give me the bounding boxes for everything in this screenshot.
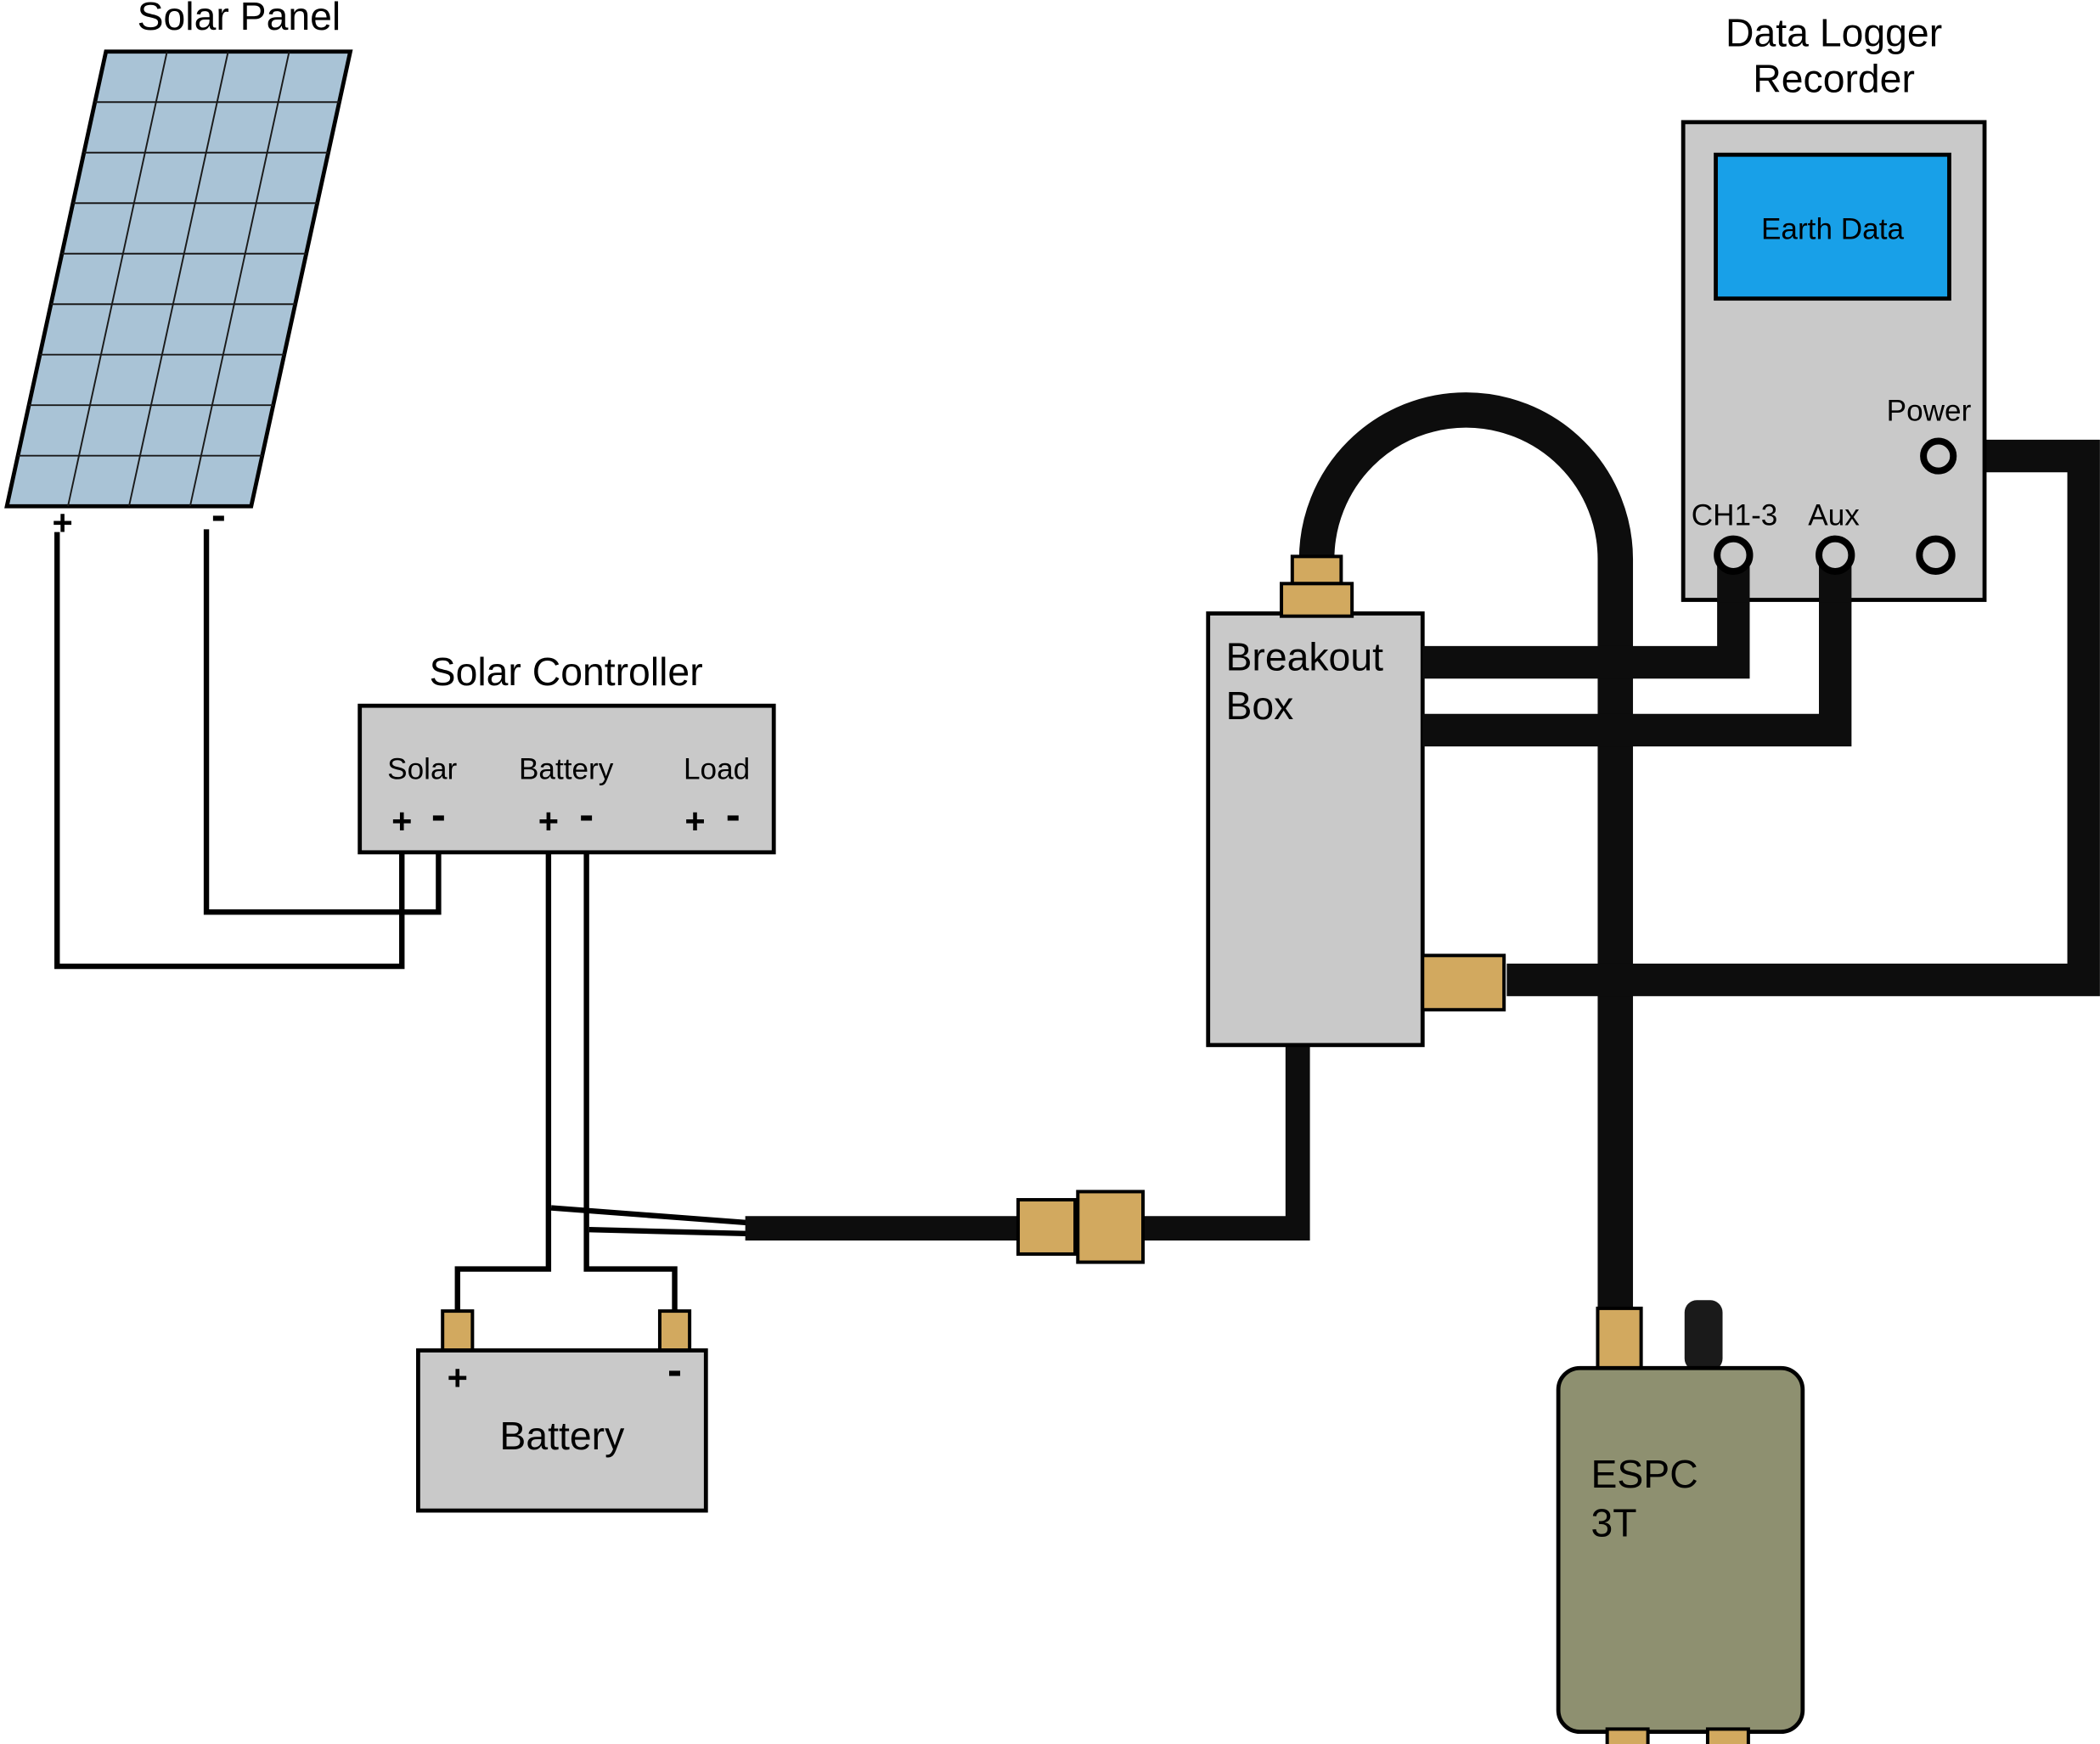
controller-battery-label: Battery: [519, 753, 614, 786]
solar-controller: Solar Controller Solar Battery Load + - …: [358, 650, 776, 855]
inline-cable-connector: [1016, 1190, 1145, 1264]
solar-panel-minus-label: -: [211, 490, 226, 538]
controller-solar-minus: -: [431, 790, 446, 839]
solar-panel-plus-label: +: [52, 503, 72, 543]
battery-label: Battery: [499, 1414, 625, 1458]
aux-cable: [1422, 564, 1852, 747]
controller-battery-minus: -: [579, 790, 594, 839]
power-label: Power: [1887, 395, 1972, 428]
espc-label-2: 3T: [1590, 1500, 1636, 1544]
espc-body: [1556, 1365, 1805, 1735]
cables-heavy: [745, 391, 1634, 1312]
battery-minus-label: -: [667, 1345, 682, 1393]
battery: + - Battery: [416, 1309, 708, 1513]
controller-solar-label: Solar: [387, 753, 457, 786]
wires-thin: [54, 529, 750, 1314]
inline-connector-left: [1016, 1198, 1078, 1256]
breakout-to-espc-cable: [1298, 391, 1634, 1312]
breakout-box-label-1: Breakout: [1225, 635, 1383, 679]
screen-label: Earth Data: [1761, 212, 1905, 245]
inline-connector-right: [1076, 1190, 1145, 1264]
panel-minus-wire: [203, 529, 442, 915]
data-logger-title-1: Data Logger: [1726, 10, 1942, 54]
battery-plus-label: +: [448, 1358, 468, 1398]
aux-label: Aux: [1808, 499, 1860, 532]
aux-port: [1816, 535, 1855, 575]
solar-panel-grid: [18, 51, 340, 507]
espc-label-1: ESPC: [1590, 1452, 1697, 1496]
data-logger-screen: [1714, 152, 1951, 301]
power-port: [1920, 437, 1957, 475]
load-branch-wire-2: [588, 1226, 750, 1237]
battery-body: [416, 1348, 708, 1513]
espc-3t: ESPC 3T: [1556, 1300, 1805, 1744]
battery-terminal-plus: [441, 1309, 475, 1354]
solar-controller-body: [358, 703, 776, 855]
controller-battery-plus-wire: [454, 852, 552, 1314]
breakout-power-cable: [745, 1044, 1310, 1240]
espc-top-connector: [1596, 1306, 1643, 1373]
controller-battery-minus-wire: [583, 852, 678, 1314]
controller-battery-plus: +: [538, 801, 559, 841]
ch1-3-port: [1714, 535, 1754, 575]
controller-load-minus: -: [726, 790, 740, 839]
data-logger-title-2: Recorder: [1753, 57, 1915, 101]
breakout-right-connector: [1421, 954, 1506, 1012]
controller-load-plus: +: [684, 801, 705, 841]
breakout-box-label-2: Box: [1225, 684, 1293, 728]
spare-port: [1916, 535, 1956, 575]
breakout-box-body: [1206, 611, 1425, 1048]
breakout-box: Breakout Box: [1206, 611, 1425, 1048]
solar-panel-title: Solar Panel: [138, 0, 341, 38]
ch1-3-label: CH1-3: [1692, 499, 1778, 532]
solar-panel: Solar Panel + -: [4, 0, 353, 543]
espc-bottom-connector-left: [1605, 1727, 1650, 1744]
controller-load-label: Load: [684, 753, 750, 786]
breakout-top-connector-lower: [1280, 582, 1354, 618]
data-logger: Data Logger Recorder Earth Data Power CH…: [1681, 10, 1987, 603]
load-branch-wire-1: [550, 1205, 750, 1226]
espc-bottom-connector-right: [1705, 1727, 1750, 1744]
breakout-top-connector-upper: [1290, 554, 1343, 586]
controller-solar-plus: +: [391, 801, 412, 841]
breakout-box-connectors: [1280, 554, 1506, 1012]
solar-controller-title: Solar Controller: [430, 650, 703, 694]
espc-knob: [1684, 1300, 1723, 1371]
power-cable: [1506, 439, 2100, 997]
